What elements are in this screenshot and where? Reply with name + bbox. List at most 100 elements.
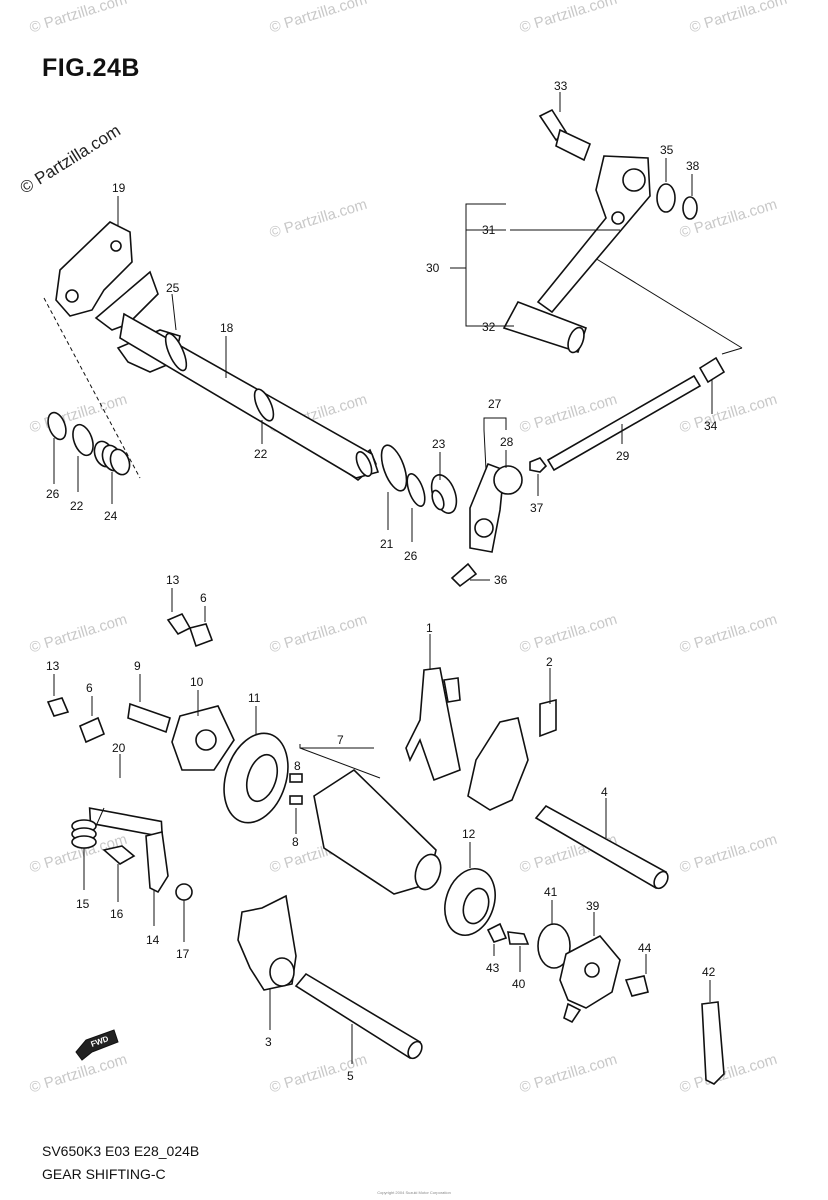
svg-text:6: 6 [86,681,93,695]
svg-text:2: 2 [546,655,553,669]
svg-text:22: 22 [254,447,268,461]
part-43-spring[interactable] [486,922,508,943]
svg-text:4: 4 [601,785,608,799]
callout-30: 30 [426,261,440,275]
part-40-pin[interactable] [507,931,530,945]
svg-text:34: 34 [704,419,718,433]
part-5-fork-shaft[interactable] [294,972,425,1061]
callout-23: 23 [432,437,446,480]
part-6-washer[interactable] [78,716,106,744]
callout-15: 15 [76,848,90,911]
part-30-gearshift-lever[interactable] [502,155,651,355]
part-17-washer[interactable] [175,883,193,901]
svg-text:26: 26 [46,487,60,501]
svg-text:13: 13 [46,659,60,673]
part-19-shift-cam-plate[interactable] [55,221,133,317]
svg-text:26: 26 [404,549,418,563]
callout-22: 22 [70,456,84,513]
callout-19: 19 [112,181,126,195]
part-7-gearshift-cam[interactable] [313,768,445,895]
part-6-washer[interactable] [188,623,214,648]
svg-text:29: 29 [616,449,630,463]
callout-42: 42 [702,965,716,1002]
part-33-pivot-bolt[interactable] [538,108,592,162]
callout-17: 17 [176,900,190,961]
svg-text:5: 5 [347,1069,354,1083]
part-26-circlip[interactable] [404,472,429,509]
callout-16: 16 [110,864,124,921]
part-39-gear-position-switch[interactable] [559,934,621,1024]
callout-8: 8 [294,759,301,773]
callout-6: 6 [86,681,93,716]
part-41-o-ring[interactable] [537,923,571,969]
part-36-bolt[interactable] [450,562,478,588]
svg-text:25: 25 [166,281,180,295]
callout-28: 28 [500,435,514,449]
part-20-bolt[interactable] [85,797,167,848]
part-13-screw[interactable] [166,612,192,636]
callout-26: 26 [404,508,418,563]
svg-text:35: 35 [660,143,674,157]
part-37-nut[interactable] [529,457,548,473]
callout-5: 5 [347,1024,354,1083]
callout-38: 38 [686,159,700,196]
part-18-gearshift-shaft[interactable] [119,312,380,482]
svg-text:16: 16 [110,907,124,921]
callout-39: 39 [586,899,600,936]
part-34-rod-end[interactable] [698,356,726,384]
part-38-circlip[interactable] [682,196,698,220]
part-11-bearing[interactable] [213,725,298,831]
callout-18: 18 [220,321,234,378]
svg-text:36: 36 [494,573,508,587]
callout-31: 31 [482,223,496,237]
part-28-ball-joint[interactable] [493,465,523,495]
part-2-shift-fork[interactable] [467,698,557,811]
part-23-oil-seal[interactable] [427,471,461,516]
leader-line [589,254,743,349]
part-22-washer[interactable] [69,422,97,458]
part-35-washer[interactable] [656,183,676,213]
callout-32: 32 [482,320,496,334]
callout-7: 7 [337,733,344,747]
part-1-shift-fork[interactable] [405,667,461,782]
part-16-bolt[interactable] [102,845,136,865]
svg-text:39: 39 [586,899,600,913]
svg-text:17: 17 [176,947,190,961]
part-14-stopper[interactable] [145,831,169,894]
leader-line [299,744,381,779]
callout-14: 14 [146,890,160,947]
copyright-note: Copyright 2004 Suzuki Motor Corporation [377,1190,451,1195]
svg-text:42: 42 [702,965,716,979]
svg-text:43: 43 [486,961,500,975]
part-3-shift-fork[interactable] [237,894,297,991]
part-4-fork-shaft[interactable] [534,804,671,891]
callout-3: 3 [265,988,272,1049]
part-8-pin[interactable] [289,773,303,783]
part-10-cam-gear[interactable] [171,705,235,771]
svg-text:12: 12 [462,827,476,841]
svg-text:18: 18 [220,321,234,335]
part-8-pin[interactable] [289,795,303,805]
part-9-pin[interactable] [127,702,171,734]
callout-24: 24 [104,472,118,523]
part-12-needle-bearing[interactable] [437,862,504,942]
callout-43: 43 [486,944,500,975]
svg-text:1: 1 [426,621,433,635]
svg-text:37: 37 [530,501,544,515]
callout-6: 6 [200,591,207,622]
part-24-return-spring[interactable] [91,439,133,478]
callout-26: 26 [46,438,60,501]
svg-text:9: 9 [134,659,141,673]
svg-text:44: 44 [638,941,652,955]
part-15-spring[interactable] [71,807,105,849]
section-name: GEAR SHIFTING-C [42,1166,166,1182]
callout-27: 27 [488,397,502,411]
bracket [465,203,506,327]
part-13-screw[interactable] [46,697,70,717]
part-29-shift-rod[interactable] [546,374,702,472]
part-26-circlip[interactable] [45,410,70,442]
part-44-screw[interactable] [624,975,649,997]
callout-9: 9 [134,659,141,702]
part-21-washer[interactable] [376,442,411,494]
part-42-clamp[interactable] [701,1001,725,1085]
